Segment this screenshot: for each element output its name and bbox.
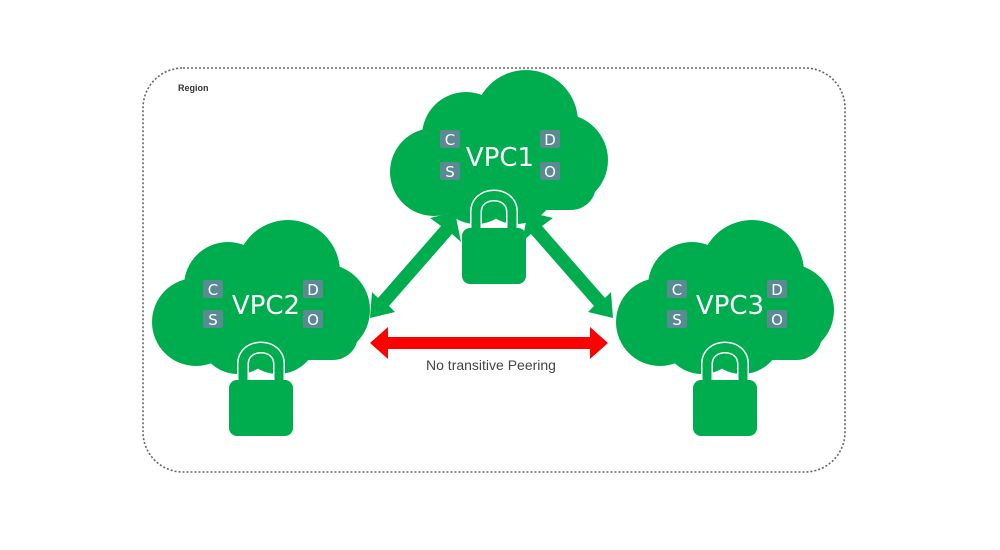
region-label: Region <box>178 83 209 93</box>
badge-c <box>440 130 460 148</box>
vpc1-label: VPC1 <box>466 143 534 173</box>
badge-d <box>767 280 787 298</box>
badge-c <box>203 280 223 298</box>
badge-d-label: D <box>307 281 319 299</box>
badge-s <box>440 162 460 180</box>
badge-c-label: C <box>208 281 218 299</box>
badge-s <box>203 310 223 328</box>
badge-d <box>540 130 560 148</box>
no-peering-arrow-vpc2-vpc3 <box>370 327 608 359</box>
badge-s-label: S <box>672 311 682 329</box>
badge-o-label: O <box>307 311 319 329</box>
peering-arrow-vpc1-vpc2 <box>370 212 461 318</box>
badge-d <box>303 280 323 298</box>
badge-o <box>767 310 787 328</box>
vpc3-cloud: C S D O VPC3 <box>616 220 834 436</box>
no-transitive-peering-label: No transitive Peering <box>426 357 556 373</box>
vpc2-label: VPC2 <box>232 291 300 321</box>
badge-d-label: D <box>544 131 556 149</box>
vpc1-cloud: C S D O VPC1 <box>390 70 608 284</box>
badge-c-label: C <box>672 281 682 299</box>
badge-d-label: D <box>771 281 783 299</box>
badge-c <box>667 280 687 298</box>
badge-o <box>303 310 323 328</box>
badge-s <box>667 310 687 328</box>
badge-s-label: S <box>445 163 455 181</box>
badge-c-label: C <box>445 131 455 149</box>
badge-o-label: O <box>544 163 556 181</box>
vpc2-cloud: C S D O VPC2 <box>152 220 370 436</box>
badge-o <box>540 162 560 180</box>
peering-arrow-vpc1-vpc3 <box>522 212 613 318</box>
vpc3-label: VPC3 <box>696 291 764 321</box>
badge-s-label: S <box>208 311 218 329</box>
badge-o-label: O <box>771 311 783 329</box>
